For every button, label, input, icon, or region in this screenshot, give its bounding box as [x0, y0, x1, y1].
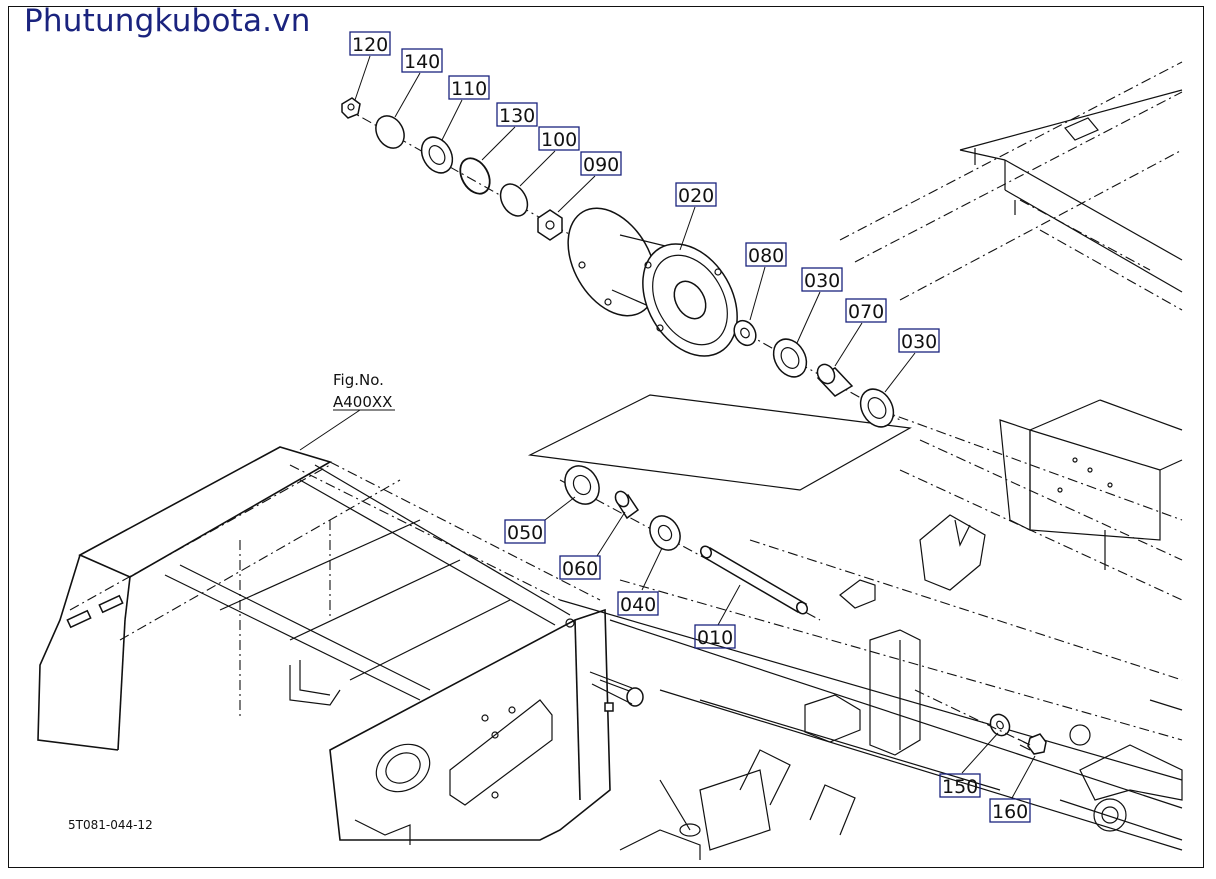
bolt-axis: [914, 689, 1031, 746]
svg-text:090: 090: [583, 154, 619, 176]
part-060-collar: [614, 490, 640, 520]
callout-060[interactable]: 060: [559, 555, 601, 580]
callout-100[interactable]: 100: [538, 126, 580, 151]
part-090-nut: [537, 209, 563, 241]
callout-160[interactable]: 160: [989, 798, 1031, 823]
part-040-seal: [649, 515, 681, 551]
callout-010[interactable]: 010: [694, 624, 736, 649]
svg-text:030: 030: [901, 331, 937, 353]
svg-text:120: 120: [352, 34, 388, 56]
drawing-code: 5T081-044-12: [68, 818, 153, 832]
svg-text:A400XX: A400XX: [333, 393, 392, 411]
lower-brackets: [619, 749, 856, 860]
left-chassis-box: [37, 446, 601, 751]
callout-090[interactable]: 090: [580, 151, 622, 176]
callout-120[interactable]: 120: [349, 31, 391, 56]
callout-030-b[interactable]: 030: [898, 328, 940, 353]
svg-text:040: 040: [620, 594, 656, 616]
svg-text:110: 110: [451, 78, 487, 100]
right-side-frame: [879, 399, 1183, 601]
part-020-hub-pulley: [567, 207, 738, 357]
svg-text:080: 080: [748, 245, 784, 267]
svg-text:020: 020: [678, 185, 714, 207]
side-plate: [329, 608, 644, 845]
upper-right-frame-rails: [839, 61, 1183, 311]
callout-040[interactable]: 040: [617, 591, 659, 616]
callout-050[interactable]: 050: [504, 519, 546, 544]
svg-text:010: 010: [697, 627, 733, 649]
watermark: Phutungkubota.vn: [24, 3, 311, 39]
svg-text:100: 100: [541, 129, 577, 151]
drawing-frame: [8, 6, 1204, 868]
callout-130[interactable]: 130: [496, 102, 538, 127]
part-030-bearing-b: [859, 388, 895, 428]
part-070-collar: [816, 363, 854, 397]
svg-text:050: 050: [507, 522, 543, 544]
svg-text:070: 070: [848, 301, 884, 323]
lower-main-rails: [559, 539, 1183, 851]
part-120-grease-nipple: [341, 97, 361, 119]
svg-text:150: 150: [942, 776, 978, 798]
svg-text:160: 160: [992, 801, 1028, 823]
figure-reference[interactable]: Fig.No. A400XX: [333, 371, 395, 411]
svg-text:Fig.No.: Fig.No.: [333, 371, 384, 389]
part-080-washer: [733, 319, 757, 347]
part-150-washer: [989, 713, 1011, 737]
svg-text:060: 060: [562, 558, 598, 580]
callout-070[interactable]: 070: [845, 298, 887, 323]
assembly-outline: [527, 394, 912, 491]
part-050-seal: [564, 465, 600, 505]
leader-lines: [299, 55, 1036, 799]
svg-text:140: 140: [404, 51, 440, 73]
callout-020[interactable]: 020: [675, 182, 717, 207]
callout-030-a[interactable]: 030: [801, 267, 843, 292]
part-160-bolt: [1017, 733, 1047, 755]
part-100-snap-ring: [499, 183, 529, 217]
callout-150[interactable]: 150: [939, 773, 981, 798]
svg-text:130: 130: [499, 105, 535, 127]
part-030-bearing-a: [772, 338, 808, 378]
part-010-shaft: [699, 545, 809, 615]
callout-140[interactable]: 140: [401, 48, 443, 73]
callout-080[interactable]: 080: [745, 242, 787, 267]
part-110-bearing: [420, 136, 454, 174]
callout-110[interactable]: 110: [448, 75, 490, 100]
part-140-snap-ring: [375, 115, 405, 149]
part-130-o-ring: [459, 157, 491, 195]
svg-text:030: 030: [804, 270, 840, 292]
